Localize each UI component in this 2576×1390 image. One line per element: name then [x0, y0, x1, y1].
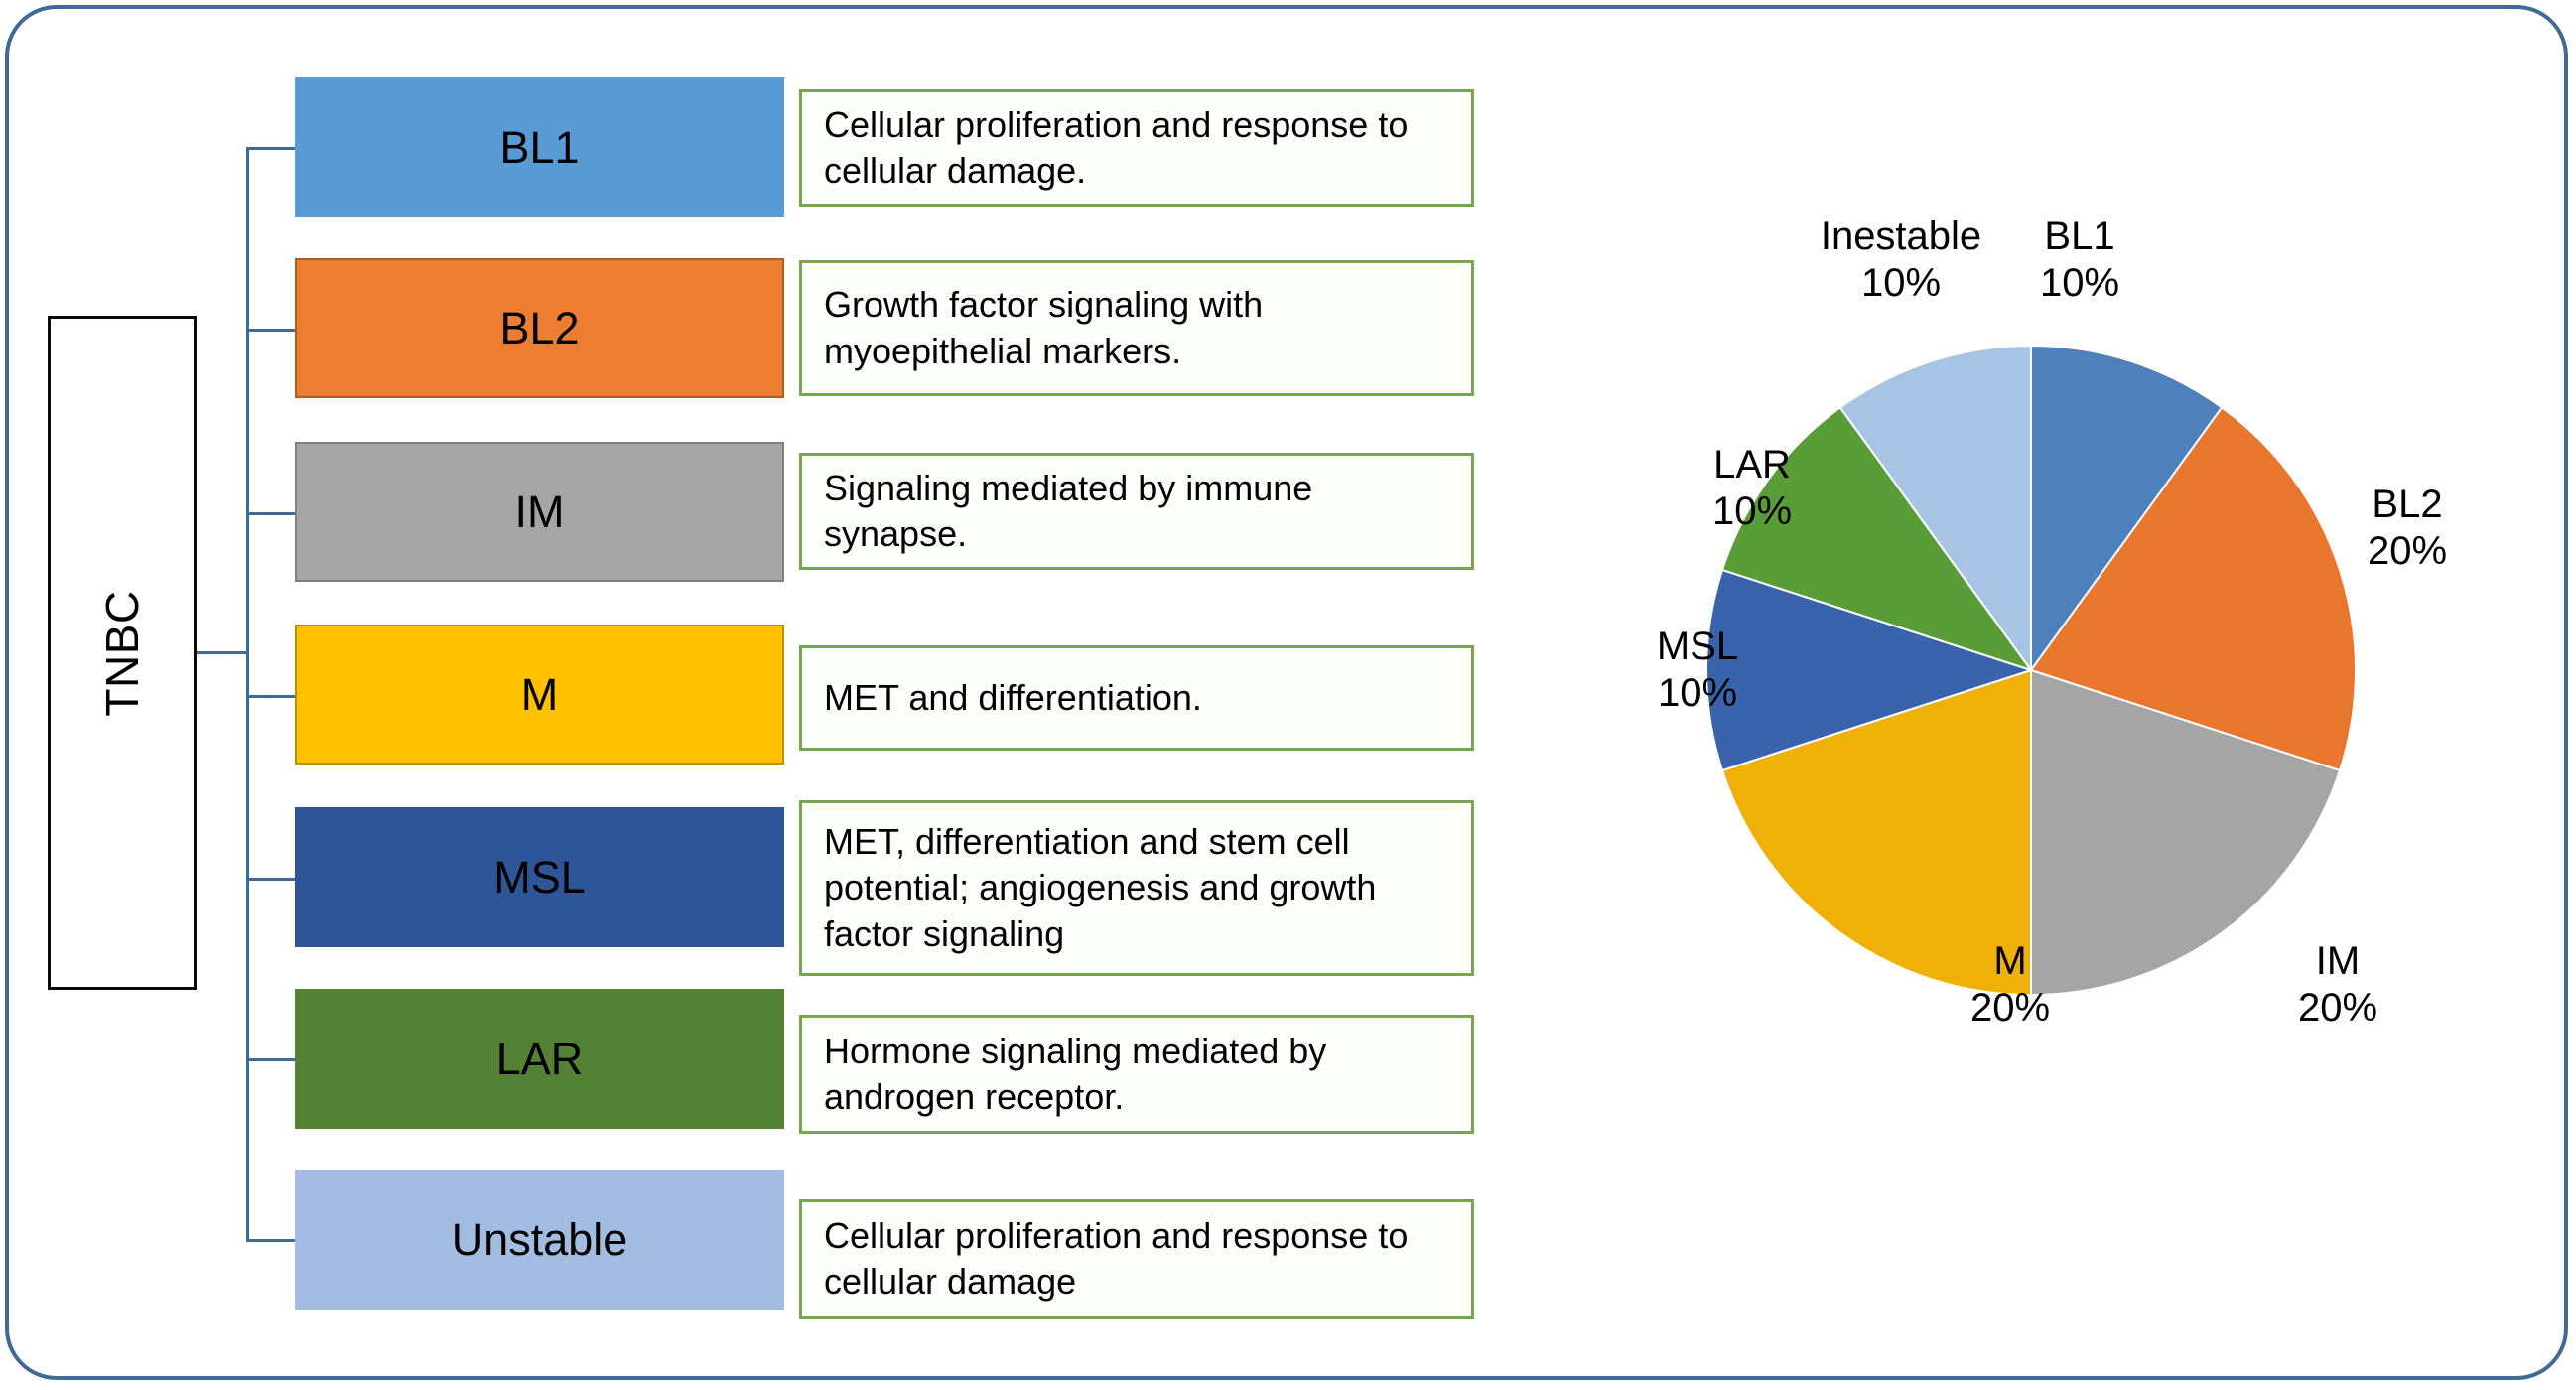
pie-label-m-value: 20% — [1969, 986, 2051, 1031]
pie-label-im-value: 20% — [2297, 986, 2378, 1031]
pie-slice-bl2[interactable] — [2029, 406, 2357, 772]
category-label-lar: LAR — [495, 1034, 584, 1084]
connector-branch-unstable — [246, 1239, 297, 1242]
connector-root-stem — [197, 651, 248, 654]
category-label-msl: MSL — [493, 852, 586, 903]
pie-label-msl-name: MSL — [1656, 625, 1739, 668]
description-text-msl: MET, differentiation and stem cell poten… — [824, 821, 1377, 954]
category-box-m[interactable]: M — [295, 625, 784, 764]
pie-chart: BL1 10% BL2 20% IM 20% M 20% MSL 10% LAR… — [1549, 214, 2541, 1132]
pie-slice-lar[interactable] — [1720, 406, 2034, 672]
pie-label-bl1-value: 10% — [2039, 261, 2120, 306]
description-text-lar: Hormone signaling mediated by androgen r… — [824, 1030, 1327, 1117]
connector-branch-bl2 — [246, 329, 297, 332]
pie-label-inestable-value: 10% — [1860, 261, 1942, 306]
description-box-m: MET and differentiation. — [799, 645, 1474, 751]
category-label-bl1: BL1 — [499, 122, 580, 173]
description-box-msl: MET, differentiation and stem cell poten… — [799, 800, 1474, 976]
pie-slice-bl1[interactable] — [2030, 344, 2224, 674]
category-label-unstable: Unstable — [451, 1214, 628, 1265]
outer-rounded-frame — [5, 5, 2568, 1380]
pie-label-lar-name: LAR — [1713, 443, 1791, 486]
pie-label-lar-value: 10% — [1711, 489, 1793, 534]
pie-label-inestable: Inestable 10% — [1762, 213, 2040, 307]
pie-chart-svg — [1705, 344, 2357, 997]
pie-label-lar: LAR 10% — [1658, 442, 1846, 535]
pie-label-m: M 20% — [1916, 938, 2104, 1032]
pie-label-bl2-name: BL2 — [2372, 483, 2443, 526]
pie-label-inestable-name: Inestable — [1820, 214, 1982, 258]
pie-label-m-name: M — [1993, 939, 2027, 983]
pie-slices-group — [1705, 344, 2357, 997]
pie-slice-im[interactable] — [2030, 668, 2342, 997]
pie-label-msl-value: 10% — [1657, 671, 1738, 716]
description-box-unstable: Cellular proliferation and response to c… — [799, 1199, 1474, 1319]
category-box-lar[interactable]: LAR — [295, 989, 784, 1129]
category-box-unstable[interactable]: Unstable — [295, 1170, 784, 1310]
description-box-im: Signaling mediated by immune synapse. — [799, 453, 1474, 570]
description-text-m: MET and differentiation. — [824, 676, 1202, 718]
pie-slice-inestable[interactable] — [1838, 344, 2032, 674]
category-box-bl2[interactable]: BL2 — [295, 258, 784, 398]
connector-branch-im — [246, 512, 297, 515]
description-text-bl1: Cellular proliferation and response to c… — [824, 103, 1409, 191]
pie-label-bl1-name: BL1 — [2044, 214, 2115, 258]
connector-trunk — [246, 147, 249, 1239]
connector-branch-bl1 — [246, 147, 297, 150]
connector-branch-m — [246, 695, 297, 698]
root-node-label: TNBC — [96, 589, 148, 717]
description-box-bl1: Cellular proliferation and response to c… — [799, 89, 1474, 207]
connector-branch-lar — [246, 1058, 297, 1061]
pie-label-msl: MSL 10% — [1603, 624, 1792, 717]
connector-branch-msl — [246, 878, 297, 881]
category-label-bl2: BL2 — [499, 303, 580, 353]
pie-slice-msl[interactable] — [1705, 568, 2035, 772]
pie-label-bl2: BL2 20% — [2313, 482, 2502, 575]
category-box-im[interactable]: IM — [295, 442, 784, 582]
pie-label-bl2-value: 20% — [2367, 529, 2448, 574]
category-box-msl[interactable]: MSL — [295, 807, 784, 947]
category-box-bl1[interactable]: BL1 — [295, 77, 784, 217]
pie-label-im: IM 20% — [2243, 938, 2432, 1032]
description-text-bl2: Growth factor signaling with myoepitheli… — [824, 284, 1264, 371]
description-box-lar: Hormone signaling mediated by androgen r… — [799, 1015, 1474, 1134]
root-node-tnbc: TNBC — [48, 316, 197, 990]
description-text-im: Signaling mediated by immune synapse. — [824, 467, 1313, 554]
description-box-bl2: Growth factor signaling with myoepitheli… — [799, 260, 1474, 396]
category-label-im: IM — [514, 486, 565, 537]
pie-slice-m[interactable] — [1720, 668, 2032, 997]
pie-label-im-name: IM — [2315, 939, 2361, 983]
description-text-unstable: Cellular proliferation and response to c… — [824, 1214, 1409, 1302]
category-label-m: M — [520, 669, 559, 720]
pie-label-bl1: BL1 10% — [1985, 213, 2174, 307]
